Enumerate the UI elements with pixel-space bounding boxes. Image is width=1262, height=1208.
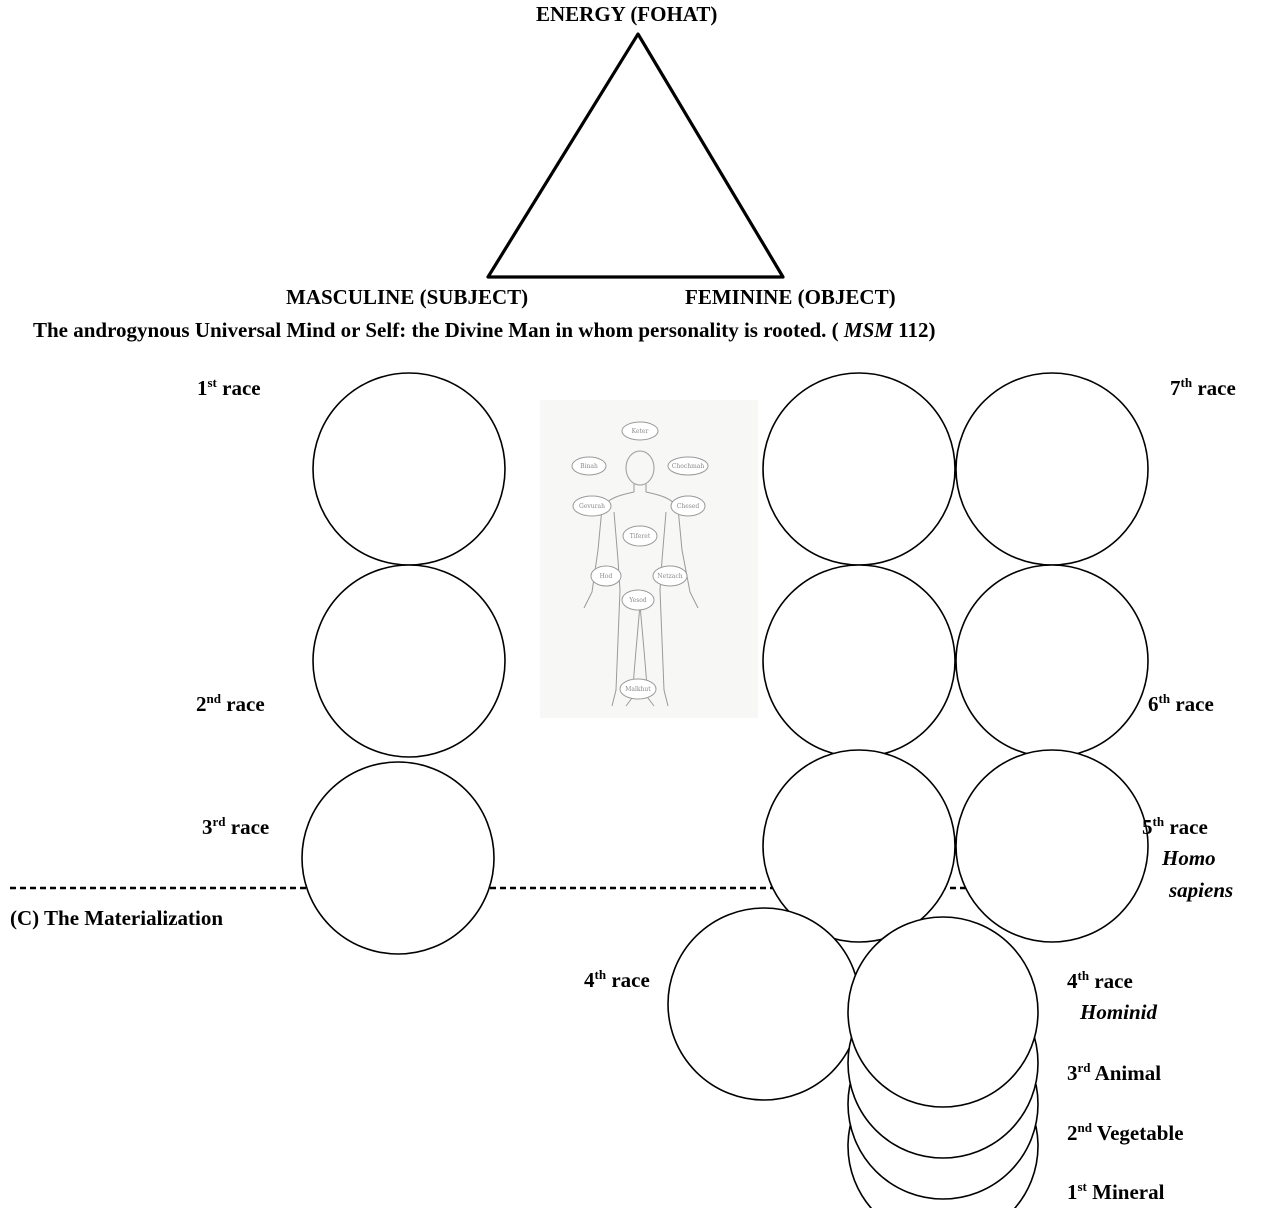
race-circle-1 xyxy=(312,372,506,566)
race-circle-6b xyxy=(955,564,1149,758)
race-circle-3 xyxy=(301,761,495,955)
sefirot-nodes: Keter Binah Chochmah Gevurah Chesed Tife… xyxy=(571,421,709,700)
race-circle-5b xyxy=(955,749,1149,943)
triangle-left-label: MASCULINE (SUBJECT) xyxy=(286,285,529,309)
race-circle-2 xyxy=(312,564,506,758)
svg-text:Chesed: Chesed xyxy=(677,503,700,510)
race-circle-4-left xyxy=(667,907,861,1101)
svg-text:Yesod: Yesod xyxy=(628,597,647,604)
race-label-4-right: 4th race xyxy=(1067,968,1133,993)
race-label-4-left: 4th race xyxy=(584,967,650,992)
race-label-7: 7th race xyxy=(1170,375,1236,400)
svg-text:Hod: Hod xyxy=(600,573,613,580)
caption: The androgynous Universal Mind or Self: … xyxy=(33,318,936,342)
sefira-hod: Hod xyxy=(590,565,622,587)
triangle-right-label: FEMININE (OBJECT) xyxy=(685,285,896,309)
sefira-gevurah: Gevurah xyxy=(572,495,612,517)
race-label-5-homo: Homo xyxy=(1162,846,1216,870)
sefira-binah: Binah xyxy=(571,456,607,476)
race-label-6: 6th race xyxy=(1148,691,1214,716)
sefira-malkhut: Malkhut xyxy=(619,678,657,700)
svg-text:Chochmah: Chochmah xyxy=(672,463,705,470)
svg-text:Netzach: Netzach xyxy=(657,573,682,580)
svg-text:Gevurah: Gevurah xyxy=(579,503,605,510)
kingdom-label-mineral: 1st Mineral xyxy=(1067,1179,1165,1204)
race-label-5: 5th race xyxy=(1142,814,1208,839)
kingdom-label-vegetable: 2nd Vegetable xyxy=(1067,1120,1184,1145)
svg-text:Keter: Keter xyxy=(632,428,649,435)
sefira-chochmah: Chochmah xyxy=(667,456,709,476)
svg-text:Tiferet: Tiferet xyxy=(630,533,651,540)
race-label-5-sapiens: sapiens xyxy=(1169,878,1234,902)
sefira-netzach: Netzach xyxy=(652,565,688,587)
kingdom-label-animal: 3rd Animal xyxy=(1067,1060,1162,1085)
triangle-apex-label: ENERGY (FOHAT) xyxy=(536,2,718,26)
race-circle-6a xyxy=(762,564,956,758)
race-circle-7a xyxy=(762,372,956,566)
triangle xyxy=(486,32,785,279)
sefira-yesod: Yesod xyxy=(621,589,655,611)
svg-text:Malkhut: Malkhut xyxy=(625,686,651,693)
race-label-2: 2nd race xyxy=(196,691,265,716)
sefira-keter: Keter xyxy=(621,421,659,441)
sefira-tiferet: Tiferet xyxy=(622,525,658,547)
race-circle-5a xyxy=(762,749,956,943)
divider-label: (C) The Materialization xyxy=(10,906,224,930)
race-label-3: 3rd race xyxy=(202,814,270,839)
race-label-1: 1st race xyxy=(197,375,261,400)
race-label-4-hominid: Hominid xyxy=(1080,1000,1158,1024)
adam-kadmon-figure: Keter Binah Chochmah Gevurah Chesed Tife… xyxy=(540,400,758,718)
sefira-chesed: Chesed xyxy=(670,495,706,517)
race-circle-7b xyxy=(955,372,1149,566)
svg-text:Binah: Binah xyxy=(580,463,598,470)
race-circle-4-right xyxy=(847,916,1039,1108)
